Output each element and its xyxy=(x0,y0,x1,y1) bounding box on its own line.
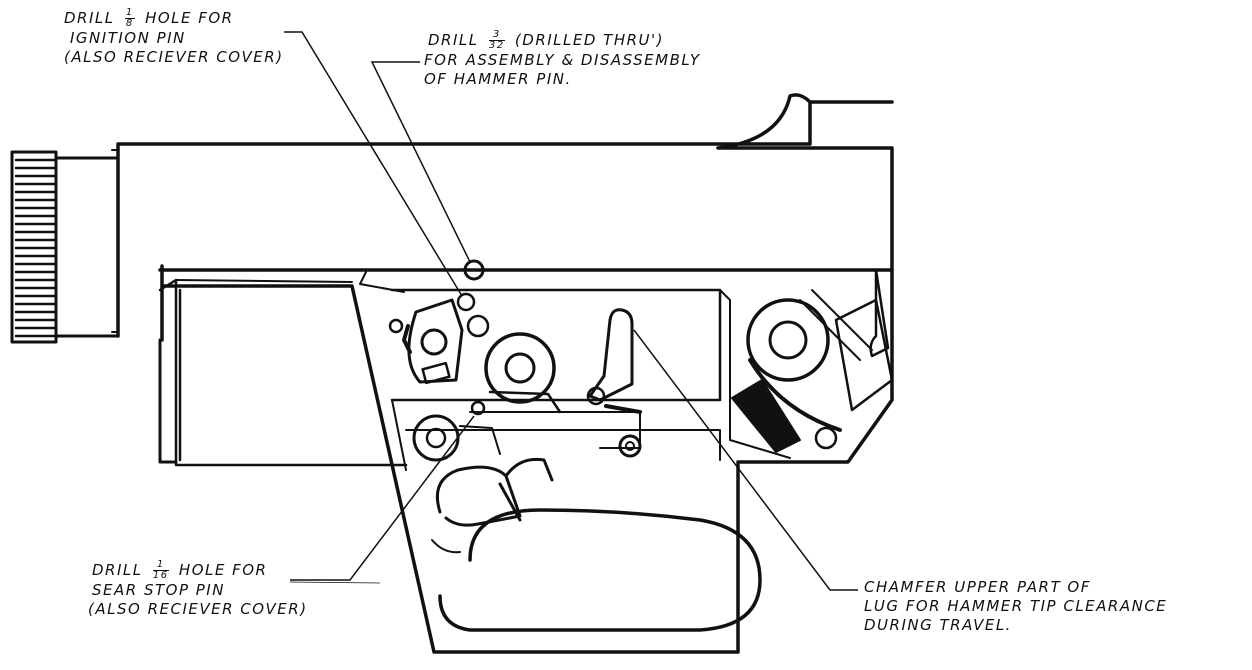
note-sear-line2: SEAR STOP PIN xyxy=(92,581,225,599)
leader-lines xyxy=(284,31,858,591)
sear-stop-pin-hole xyxy=(470,400,486,416)
ignition-pin-hole xyxy=(456,292,476,312)
note-hammer-line1: (DRILLED THRU') xyxy=(514,31,664,49)
lower-frame xyxy=(158,264,894,654)
leader-ignition xyxy=(284,31,463,297)
sear-pivot xyxy=(484,332,556,404)
note-sear-line3: (ALSO RECIEVER COVER) xyxy=(88,600,308,618)
note-ignition-pin: DRILL 1 8 HOLE FOR IGNITION PIN (ALSO RE… xyxy=(64,8,284,67)
note-hammer-line3: OF HAMMER PIN. xyxy=(424,70,572,88)
fraction-numerator: 1 xyxy=(124,7,135,19)
note-chamfer-line2: LUG FOR HAMMER TIP CLEARANCE xyxy=(864,597,1168,615)
hammer-pin-hole xyxy=(463,259,485,281)
fraction-one-eighth: 1 8 xyxy=(124,7,135,29)
barrel-threads xyxy=(10,150,120,344)
slotted-lug xyxy=(588,308,634,402)
note-hammer-drill: DRILL xyxy=(428,31,479,49)
note-chamfer-line3: DURING TRAVEL. xyxy=(864,616,1012,634)
hammer-disc xyxy=(746,298,830,382)
note-sear-drill: DRILL xyxy=(92,561,143,579)
fraction-three-thirtyseconds: 3 32 xyxy=(488,30,505,51)
note-ignition-line2: IGNITION PIN xyxy=(70,29,186,47)
fraction-denominator: 32 xyxy=(488,40,505,51)
note-ignition-line1: HOLE FOR xyxy=(145,9,234,27)
note-sear-stop-pin: DRILL 1 16 HOLE FOR SEAR STOP PIN (ALSO … xyxy=(88,560,308,619)
note-chamfer: CHAMFER UPPER PART OF LUG FOR HAMMER TIP… xyxy=(864,578,1167,635)
fraction-denominator: 16 xyxy=(152,570,169,581)
note-sear-line1: HOLE FOR xyxy=(178,561,268,579)
note-ignition-drill: DRILL xyxy=(64,9,115,27)
trigger-guard xyxy=(438,508,762,632)
note-hammer-line2: FOR ASSEMBLY & DISASSEMBLY xyxy=(424,51,701,69)
fraction-numerator: 1 xyxy=(152,560,169,571)
fraction-denominator: 8 xyxy=(125,18,134,29)
leader-sear-stop xyxy=(290,415,475,581)
note-hammer-pin: DRILL 3 32 (DRILLED THRU') FOR ASSEMBLY … xyxy=(424,30,700,89)
fraction-numerator: 3 xyxy=(488,30,505,41)
leader-hammer xyxy=(370,61,471,263)
leader-chamfer xyxy=(633,329,858,591)
fraction-one-sixteenth: 1 16 xyxy=(152,560,169,581)
upper-receiver xyxy=(116,93,894,338)
note-ignition-line3: (ALSO RECIEVER COVER) xyxy=(64,48,284,66)
trigger xyxy=(435,465,522,527)
note-chamfer-line1: CHAMFER UPPER PART OF xyxy=(864,578,1091,596)
